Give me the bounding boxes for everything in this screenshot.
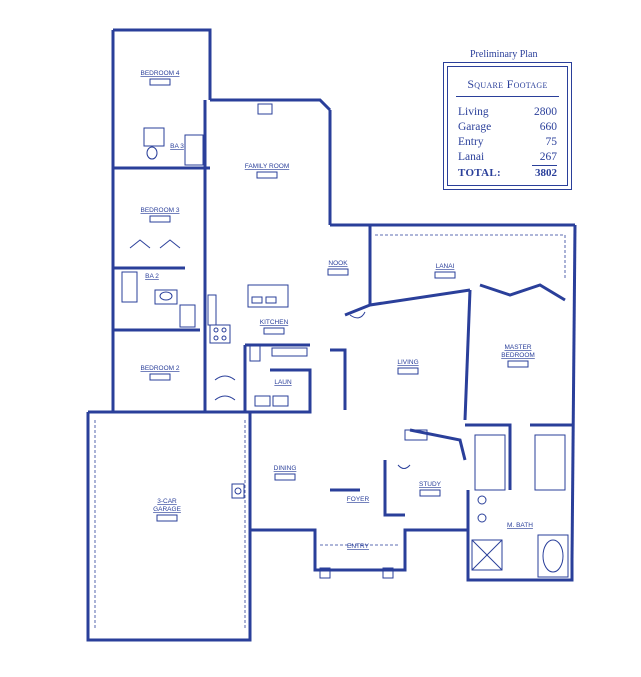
room-laun: LAUN (274, 379, 292, 386)
sqft-sum-rule (532, 165, 557, 166)
dimension-marks (149, 78, 529, 522)
room-master-bedroom-line1: MASTER (504, 344, 531, 351)
room-ba-3: BA 3 (170, 143, 184, 150)
room-study: STUDY (419, 481, 442, 488)
sqft-row-living: Living 2800 (458, 106, 557, 120)
sqft-label: Entry (458, 136, 484, 148)
sqft-total-label: TOTAL: (458, 167, 501, 179)
room-nook: NOOK (328, 260, 348, 267)
sqft-value: 660 (539, 121, 557, 133)
room-bedroom-3: BEDROOM 3 (140, 207, 179, 214)
room-ba-2: BA 2 (145, 273, 159, 280)
sqft-label: Lanai (458, 151, 485, 163)
sqft-label: Garage (458, 121, 492, 133)
room-garage-line2: GARAGE (153, 506, 181, 513)
sqft-row-lanai: Lanai 267 (458, 151, 557, 165)
walls (86, 28, 577, 642)
room-family-room: FAMILY ROOM (245, 163, 290, 170)
room-labels: BEDROOM 4 BA 3 FAMILY ROOM BEDROOM 3 BA … (140, 70, 534, 550)
room-bedroom-4: BEDROOM 4 (140, 70, 179, 77)
sqft-row-total: TOTAL: 3802 (458, 167, 557, 181)
sqft-value: 2800 (534, 106, 557, 118)
room-m-bath: M. BATH (507, 522, 533, 529)
room-dining: DINING (274, 465, 297, 472)
sqft-label: Living (458, 106, 489, 118)
room-bedroom-2: BEDROOM 2 (140, 365, 179, 372)
room-living: LIVING (397, 359, 418, 366)
sqft-value: 267 (539, 151, 557, 163)
square-footage-title: Square Footage (467, 77, 548, 91)
room-kitchen: KITCHEN (260, 319, 289, 326)
sqft-row-entry: Entry 75 (458, 136, 557, 150)
sqft-total-value: 3802 (535, 167, 557, 179)
room-master-bedroom-line2: BEDROOM (501, 352, 535, 359)
room-foyer: FOYER (347, 496, 370, 503)
room-garage-line1: 3-CAR (157, 498, 177, 505)
room-entry: ENTRY (347, 543, 370, 550)
square-footage-table: Square Footage Living 2800 Garage 660 En… (443, 62, 572, 190)
room-lanai: LANAI (436, 263, 455, 270)
sqft-value: 75 (545, 136, 558, 148)
square-footage-divider (456, 96, 559, 97)
fixtures (94, 103, 569, 630)
sqft-row-garage: Garage 660 (458, 121, 557, 135)
preliminary-plan-caption: Preliminary Plan (470, 49, 538, 60)
